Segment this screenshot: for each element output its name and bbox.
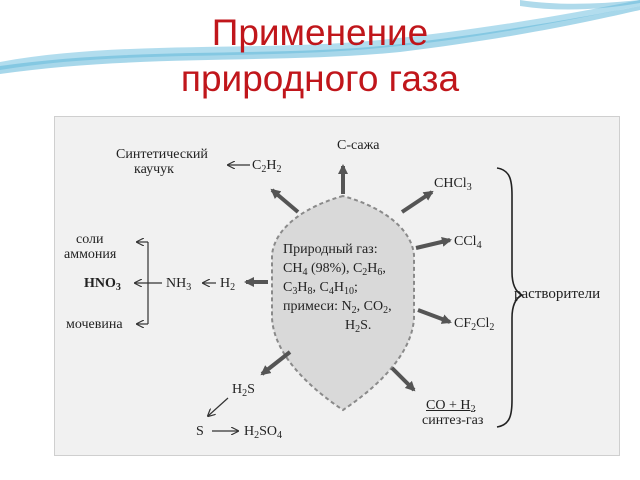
slide-title-line1: Применение bbox=[211, 12, 429, 53]
label-c2h2: C2H2 bbox=[252, 158, 282, 175]
composition-title: Природный газ: bbox=[283, 242, 378, 257]
composition-line2: CH4 (98%), C2H6, bbox=[283, 261, 386, 278]
label-synthetic-rubber: Синтетический каучук bbox=[116, 147, 208, 177]
slide-title: Применение природного газа bbox=[0, 10, 640, 102]
arrow-to-chcl3 bbox=[400, 190, 434, 214]
label-h2so4: H2SO4 bbox=[244, 424, 283, 441]
arrow-to-syngas bbox=[390, 366, 416, 392]
arrow-to-c2h2 bbox=[270, 188, 300, 214]
header-swoosh-decoration bbox=[0, 0, 640, 74]
label-nh3: NH3 bbox=[166, 276, 192, 293]
composition-line3: C3H8, C4H10; bbox=[283, 280, 358, 297]
arrow-to-cf2cl2 bbox=[417, 308, 452, 324]
label-soot: C-сажа bbox=[337, 138, 380, 153]
label-h2: H2 bbox=[220, 276, 236, 293]
natural-gas-shape bbox=[271, 194, 415, 412]
arrow-h2s-to-s bbox=[208, 397, 229, 416]
label-h2s: H2S bbox=[232, 382, 255, 399]
label-ammonium-salts: соли аммония bbox=[64, 232, 117, 262]
label-hno3: HNO3 bbox=[84, 276, 121, 293]
label-urea: мочевина bbox=[66, 317, 123, 332]
solvents-brace bbox=[496, 167, 524, 428]
label-solvents: растворители bbox=[514, 286, 601, 302]
label-chcl3: CHCl3 bbox=[434, 176, 472, 193]
label-cf2cl2: CF2Cl2 bbox=[454, 316, 495, 333]
composition-line5: H2S. bbox=[345, 318, 372, 335]
label-syngas: CO + H2 синтез-газ bbox=[422, 398, 484, 428]
composition-line4: примеси: N2, CO2, bbox=[283, 299, 392, 316]
label-ccl4: CCl4 bbox=[454, 234, 482, 251]
arrow-to-h2s bbox=[260, 350, 292, 376]
slide-title-line2: природного газа bbox=[180, 58, 460, 99]
arrow-to-ccl4 bbox=[415, 236, 452, 250]
label-sulfur: S bbox=[196, 424, 204, 439]
natural-gas-composition: Природный газ: CH4 (98%), C2H6, C3H8, C4… bbox=[283, 240, 392, 335]
